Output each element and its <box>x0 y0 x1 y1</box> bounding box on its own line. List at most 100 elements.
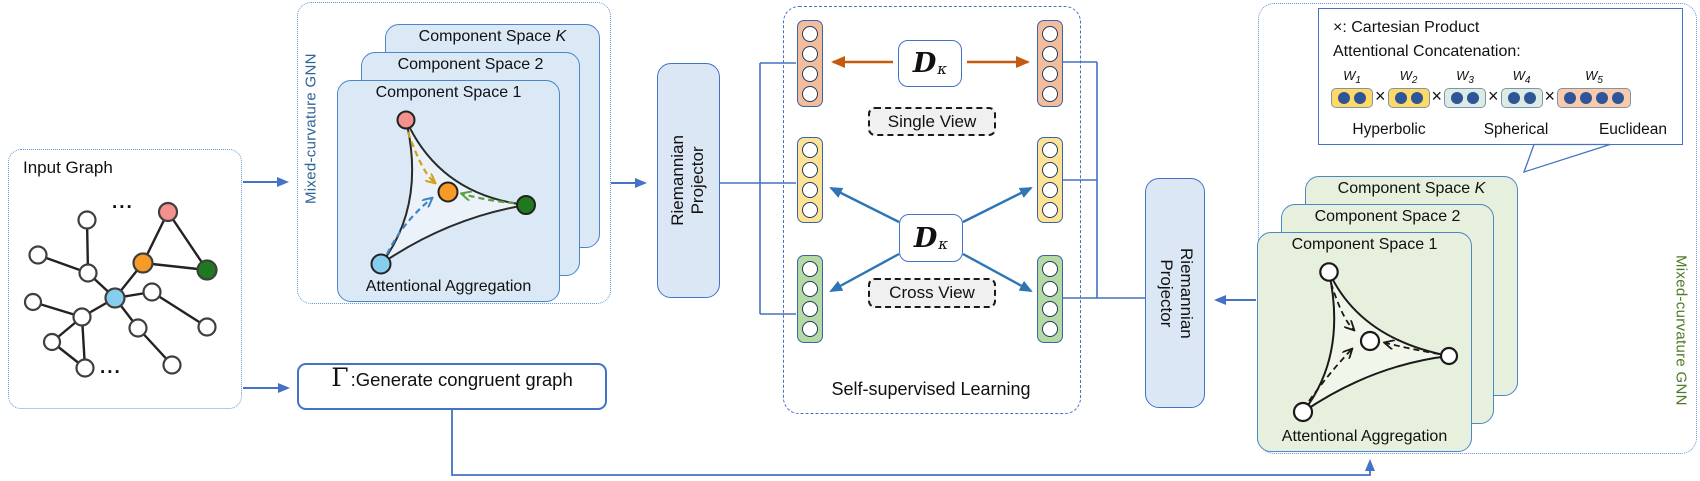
self-supervised-learning-title: Self-supervised Learning <box>831 379 1031 399</box>
left-space-k-label: Component Space K <box>386 28 599 46</box>
metric-subscript: κ <box>937 60 948 78</box>
ellipsis-top: ... <box>112 192 134 213</box>
right-space-k-prefix: Component Space <box>1337 180 1475 197</box>
legend-weight-3: W3 <box>1444 69 1487 108</box>
metric-subscript: κ <box>938 234 949 253</box>
legend-weight-1: W1 <box>1331 69 1373 108</box>
single-view-tag: Single View <box>868 107 996 136</box>
metric-symbol: D <box>913 222 938 254</box>
riemannian-projector-left: Riemannian Projector <box>657 63 720 298</box>
riemannian-projector-right: Riemannian Projector <box>1145 178 1205 408</box>
w3-label: W3 <box>1456 69 1474 86</box>
embedding-cell <box>1042 202 1058 218</box>
embedding-cell <box>1042 85 1058 102</box>
euclidean-group-label: Euclidean <box>1598 121 1668 138</box>
dim-dot <box>1394 92 1407 104</box>
generate-congruent-graph-box: Γ :Generate congruent graph <box>297 363 607 410</box>
w-sub: 3 <box>1468 75 1474 86</box>
w-sub: 2 <box>1411 75 1418 86</box>
embedding-cell <box>802 202 818 218</box>
embedding-cell <box>802 182 818 198</box>
w2-label: W2 <box>1400 69 1418 86</box>
input-graph-title: Input Graph <box>23 158 113 177</box>
dim-dot <box>1354 92 1366 104</box>
legend-weight-4: W4 <box>1500 69 1543 108</box>
embedding-cell <box>802 25 818 42</box>
right-space-k-label: Component Space K <box>1306 180 1517 198</box>
left-euclidean-embedding-column <box>797 255 823 343</box>
left-gnn-group-box <box>297 2 611 304</box>
embedding-cell <box>802 321 818 337</box>
right-component-space-1: Component Space 1 Attentional Aggregatio… <box>1257 232 1472 452</box>
right-hyperbolic-embedding-column <box>1037 20 1063 107</box>
w-sub: 5 <box>1597 75 1603 86</box>
legend-cartesian-product: ×: Cartesian Product <box>1333 19 1480 36</box>
w-base: W <box>1399 68 1412 83</box>
dim-dot <box>1612 92 1625 104</box>
left-hyperbolic-embedding-column <box>797 20 823 107</box>
hyperbolic-pill <box>1331 88 1373 108</box>
right-aggregation-label: Attentional Aggregation <box>1281 428 1448 445</box>
embedding-cell <box>802 162 818 178</box>
right-euclidean-embedding-column <box>1037 255 1063 343</box>
left-space-1-label: Component Space 1 <box>375 84 522 101</box>
embedding-cell <box>1042 281 1058 297</box>
embedding-cell <box>1042 162 1058 178</box>
right-space-k-var: K <box>1474 180 1486 197</box>
dim-dot <box>1410 92 1423 104</box>
dim-dot <box>1580 92 1593 104</box>
w1-label: W1 <box>1343 69 1361 86</box>
left-spherical-embedding-column <box>797 137 823 223</box>
hyperbolic-group-label: Hyperbolic <box>1352 121 1426 138</box>
dim-dot <box>1338 92 1350 104</box>
legend-weight-2: W2 <box>1387 69 1430 108</box>
gamma-label: :Generate congruent graph <box>350 369 573 390</box>
cartesian-times-icon: × <box>1431 86 1443 106</box>
embedding-cell <box>1042 261 1058 277</box>
cartesian-times-icon: × <box>1375 86 1386 106</box>
dim-dot <box>1467 92 1480 104</box>
riemannian-projector-left-label: Riemannian Projector <box>668 135 708 226</box>
right-space-2-label: Component Space 2 <box>1314 208 1461 225</box>
embedding-cell <box>802 85 818 102</box>
w-sub: 1 <box>1355 75 1361 86</box>
legend-box: ×: Cartesian Product Attentional Concate… <box>1318 8 1683 145</box>
left-aggregation-label: Attentional Aggregation <box>365 278 532 295</box>
w-base: W <box>1456 68 1469 83</box>
embedding-cell <box>802 142 818 158</box>
spherical-group-label: Spherical <box>1483 121 1549 138</box>
input-graph-box: Input Graph <box>8 149 242 409</box>
embedding-cell <box>1042 65 1058 82</box>
cross-view-tag: Cross View <box>868 278 996 308</box>
embedding-cell <box>1042 301 1058 317</box>
embedding-cell <box>1042 182 1058 198</box>
left-space-k-var: K <box>555 28 567 45</box>
embedding-cell <box>802 45 818 62</box>
cartesian-times-icon: × <box>1544 86 1556 106</box>
right-space-1-label: Component Space 1 <box>1291 236 1438 253</box>
right-spherical-embedding-column <box>1037 137 1063 223</box>
embedding-cell <box>802 301 818 317</box>
w-sub: 4 <box>1524 75 1531 86</box>
embedding-cell <box>1042 45 1058 62</box>
left-component-space-1: Component Space 1 Attentional Aggregatio… <box>337 80 560 302</box>
left-space-k-prefix: Component Space <box>418 28 556 45</box>
embedding-cell <box>1042 321 1058 337</box>
ellipsis-bottom: ... <box>100 357 122 378</box>
legend-attentional-concatenation: Attentional Concatenation: <box>1333 43 1521 60</box>
gamma-symbol: Γ <box>331 363 349 392</box>
w-base: W <box>1343 68 1356 83</box>
dim-dot <box>1596 92 1609 104</box>
legend-weight-row: W1 × W2 × W3 × W4 × W5 <box>1331 69 1632 108</box>
legend-weight-5: W5 <box>1557 69 1632 108</box>
riemannian-projector-right-label: Riemannian Projector <box>1156 247 1196 339</box>
dim-dot <box>1507 92 1520 104</box>
left-gnn-group-label: Mixed-curvature GNN <box>302 53 320 205</box>
dim-dot <box>1564 92 1577 104</box>
metric-symbol: D <box>912 48 937 79</box>
w4-label: W4 <box>1513 69 1531 86</box>
right-gnn-group-label: Mixed-curvature GNN <box>1672 254 1690 406</box>
